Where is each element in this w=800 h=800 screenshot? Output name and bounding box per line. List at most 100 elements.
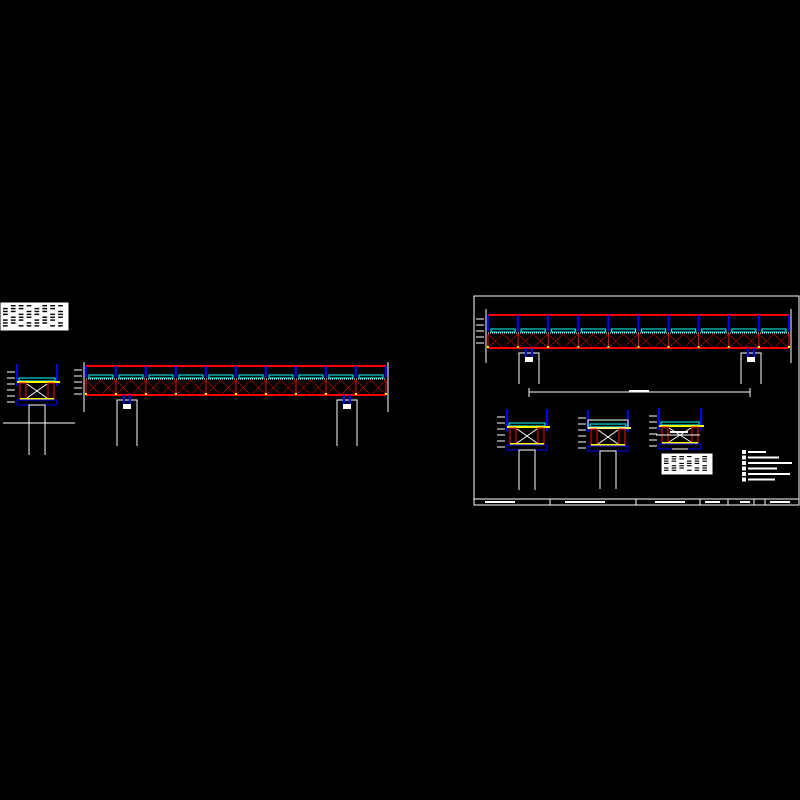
table-cell-text [26, 305, 32, 307]
deck-panel [550, 328, 576, 333]
node-plate [667, 346, 670, 348]
deck-panel [641, 328, 667, 333]
deck-panel [671, 328, 697, 333]
table-cell-text [58, 305, 63, 307]
deck-panel [731, 328, 757, 333]
cap-beam [506, 444, 548, 451]
cross-brace [355, 379, 372, 396]
cap-beam [658, 443, 702, 450]
note-text [748, 456, 779, 459]
cross-brace [310, 379, 327, 396]
table-cell-text [42, 305, 48, 307]
table-cell-text [50, 316, 55, 318]
cross-brace [773, 333, 790, 349]
cross-brace [623, 333, 639, 349]
deck-panel [208, 374, 234, 379]
node-plate [145, 393, 147, 395]
node-plate [85, 393, 87, 395]
pier [740, 352, 762, 384]
title-block-text [485, 501, 515, 503]
cross-brace [713, 333, 730, 349]
cross-brace [160, 379, 177, 396]
brace [597, 429, 619, 445]
pier [336, 399, 358, 446]
cross-brace [563, 333, 579, 349]
deck [589, 423, 627, 428]
cross-brace [487, 333, 504, 349]
table-cell-text [58, 313, 63, 316]
note-number [742, 461, 746, 465]
table-cell-text [58, 322, 63, 324]
drawing-sheet-frame [473, 295, 800, 506]
cross-brace [370, 379, 387, 396]
table-cell-text [3, 310, 8, 313]
table-cell-text [694, 469, 700, 471]
deck-panel [238, 374, 264, 379]
table-cell-text [26, 325, 32, 327]
cross-brace [517, 333, 534, 349]
title-block-text [565, 501, 605, 503]
cross-brace [683, 333, 699, 349]
dimension-text [629, 390, 649, 392]
bearing [747, 357, 755, 362]
cross-brace [728, 333, 745, 349]
table-cell-text [679, 465, 684, 467]
table-cell-text [702, 467, 707, 469]
bearing [123, 404, 131, 409]
deck-panel [298, 374, 324, 379]
deck-panel [148, 374, 174, 379]
note-number [742, 455, 746, 460]
bearing [343, 404, 351, 409]
pier-column [518, 449, 536, 490]
note-text [748, 473, 790, 475]
table-cell-text [664, 469, 669, 471]
table-cell-text [58, 325, 63, 327]
table-cell-text [26, 310, 32, 313]
detail-title [670, 431, 688, 433]
table-cell-text [687, 462, 692, 464]
cross-brace [205, 379, 222, 396]
cross-section-left [3, 364, 75, 455]
table-cell-text [671, 456, 677, 458]
note-text [748, 451, 766, 453]
table-cell-text [26, 322, 32, 324]
truss-elevation-sheet [476, 309, 792, 397]
table-cell-text [58, 310, 63, 313]
table-cell-text [18, 305, 24, 307]
truss-web [47, 382, 55, 400]
cross-brace [235, 379, 252, 396]
cross-brace [638, 333, 654, 349]
title-block-text [655, 501, 685, 503]
deck-panel [88, 374, 114, 379]
node-plate [607, 346, 610, 348]
table-cell-text [10, 307, 16, 310]
node-plate [355, 393, 357, 395]
brace [26, 383, 48, 399]
table-cell-text [664, 460, 669, 462]
table-cell-text [26, 316, 32, 318]
pier-column [599, 450, 617, 489]
node-plate [175, 393, 177, 395]
table-cell-text [3, 319, 8, 321]
table-cell-text [42, 322, 48, 324]
cap-beam [16, 399, 58, 406]
cross-brace [502, 333, 519, 349]
truss-web [19, 382, 27, 400]
node-plate [385, 393, 387, 395]
table-cell-text [3, 325, 8, 327]
table-cell-text [687, 456, 692, 458]
table-cell-text [18, 316, 24, 318]
table-cell-text [10, 316, 16, 318]
table-cell-text [687, 465, 692, 467]
material-table-left [0, 302, 69, 331]
deck-panel [118, 374, 144, 379]
node-plate [325, 393, 327, 395]
table-cell-text [34, 325, 40, 327]
bearing [525, 357, 533, 362]
deck-panel [610, 328, 637, 333]
table-cell-text [42, 310, 48, 313]
table-cell-text [671, 460, 677, 462]
table-cell-text [671, 458, 677, 460]
truss-web [590, 428, 598, 446]
